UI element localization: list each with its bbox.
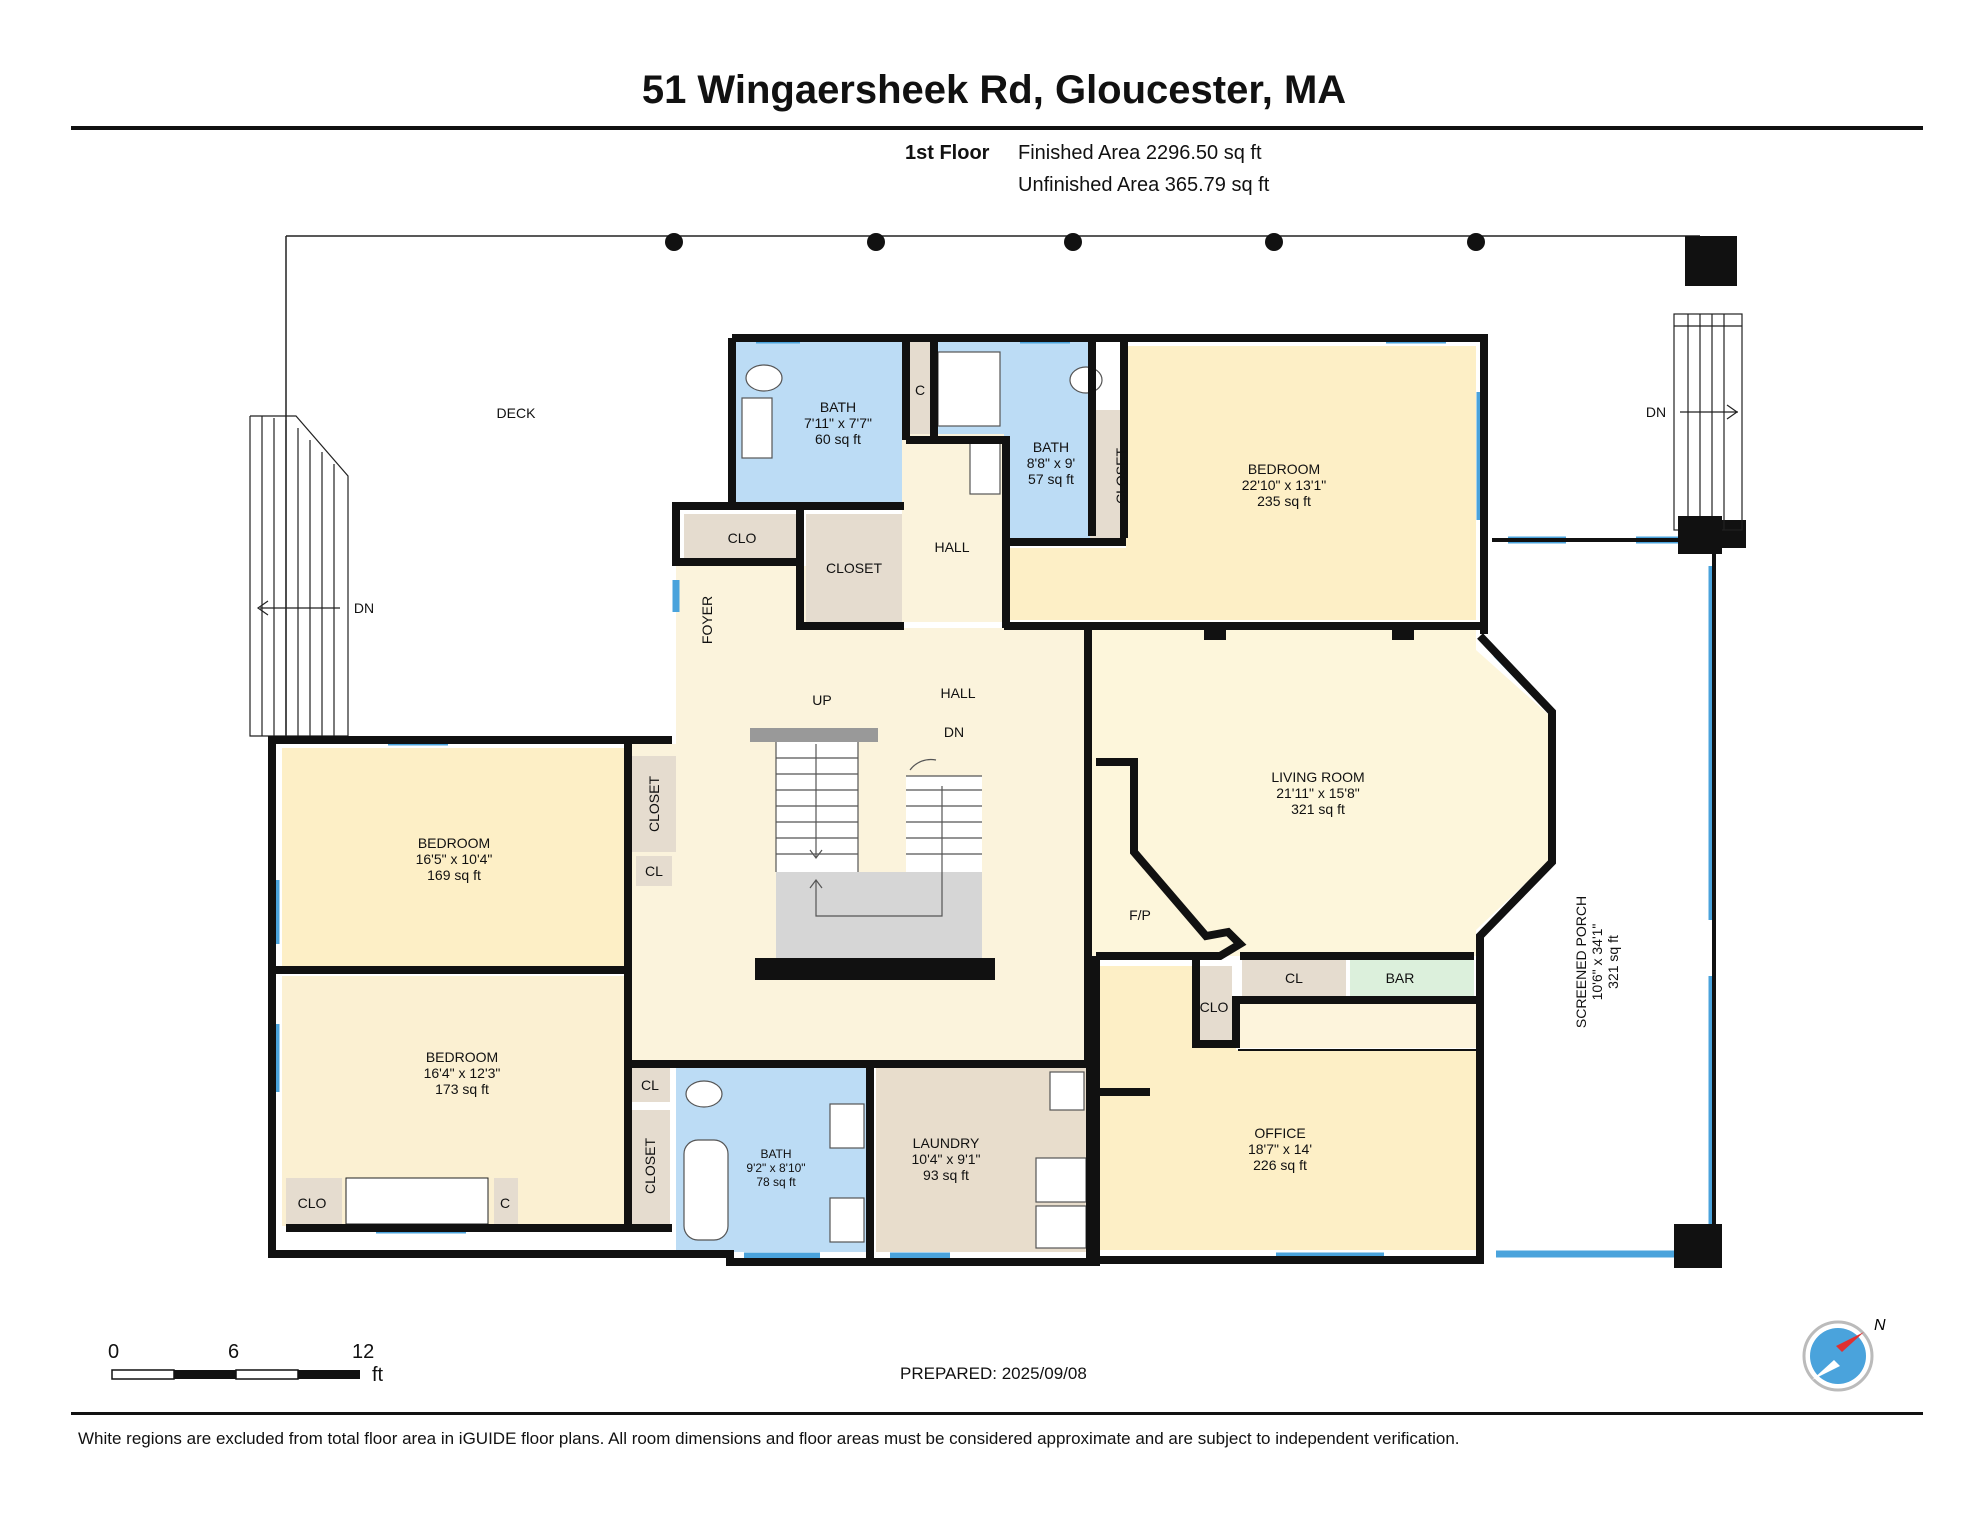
deck-post <box>1064 233 1082 251</box>
room-fills <box>282 342 1550 1252</box>
living-room-area: 321 sq ft <box>1291 801 1345 817</box>
central-hall-label: HALL <box>940 685 975 701</box>
foyer-label: FOYER <box>699 596 715 644</box>
deck-label: DECK <box>497 405 537 421</box>
property-address-title: 51 Wingaersheek Rd, Gloucester, MA <box>641 68 1347 112</box>
laundry-area: 93 sq ft <box>923 1167 969 1183</box>
stairs-west-dn-label: DN <box>354 600 374 616</box>
deck-post <box>665 233 683 251</box>
deck-post <box>867 233 885 251</box>
closet-label: CLOSET <box>826 560 882 576</box>
bedroom-w2-name: BEDROOM <box>426 1049 498 1065</box>
stairs-dn-label: DN <box>944 724 964 740</box>
sink-icon <box>829 1197 865 1243</box>
footer-rule <box>71 1412 1923 1415</box>
office-room <box>1096 966 1476 1250</box>
upper-hall-label: HALL <box>934 539 969 555</box>
living-room-dims: 21'11" x 15'8" <box>1276 785 1360 801</box>
scale-tick-6: 6 <box>228 1341 240 1363</box>
stairs-up-label: UP <box>812 692 831 708</box>
compass-north-label: N <box>1874 1317 1886 1334</box>
porch-name: SCREENED PORCH <box>1573 896 1589 1028</box>
room-labels: DECK BATH 7'11" x 7'7" 60 sq ft BATH 8'8… <box>298 382 1667 1211</box>
clo-w2-label: CLO <box>298 1195 327 1211</box>
clo-label: CLO <box>728 530 757 546</box>
closet-w2-label: CLOSET <box>642 1138 658 1194</box>
c-w2-label: C <box>500 1195 510 1211</box>
bedroom-w2-area: 173 sq ft <box>435 1081 489 1097</box>
scale-unit: ft <box>372 1364 384 1386</box>
laundry-dims: 10'4" x 9'1" <box>912 1151 981 1167</box>
header-rule <box>71 126 1923 130</box>
deck-area <box>249 233 1746 737</box>
bath-2-area: 57 sq ft <box>1028 471 1074 487</box>
washer-icon <box>1035 1157 1087 1203</box>
closet-bedroom-label: CLOSET <box>1113 448 1129 504</box>
dryer-icon <box>1035 1205 1087 1249</box>
sink-icon <box>741 397 773 459</box>
sink-icon <box>829 1103 865 1149</box>
bedroom-w2-dims: 16'4" x 12'3" <box>424 1065 501 1081</box>
shower-icon <box>937 351 1001 427</box>
bath-1-dims: 7'11" x 7'7" <box>804 415 872 431</box>
bedroom-ne-dims: 22'10" x 13'1" <box>1242 477 1327 493</box>
bedroom-ne-room <box>1008 346 1476 620</box>
office-dims: 18'7" x 14' <box>1248 1141 1312 1157</box>
bath-2-name: BATH <box>1033 439 1069 455</box>
finished-area-text: Finished Area 2296.50 sq ft <box>1018 142 1262 164</box>
unfinished-area-text: Unfinished Area 365.79 sq ft <box>1018 174 1270 196</box>
scale-tick-0: 0 <box>108 1341 120 1363</box>
bath-3-name: BATH <box>760 1147 791 1161</box>
laundry-name: LAUNDRY <box>913 1135 980 1151</box>
prepared-date: PREPARED: 2025/09/08 <box>900 1364 1087 1383</box>
bath-1-area: 60 sq ft <box>815 431 861 447</box>
bedroom-ne-name: BEDROOM <box>1248 461 1320 477</box>
bedroom-w1-name: BEDROOM <box>418 835 490 851</box>
footer-note: White regions are excluded from total fl… <box>78 1429 1460 1448</box>
cl-living-label: CL <box>1285 970 1303 986</box>
deck-post <box>1265 233 1283 251</box>
laundry-sink-icon <box>1049 1071 1085 1111</box>
toilet-icon <box>745 364 783 392</box>
closet-w1-label: CLOSET <box>646 776 662 832</box>
screened-porch-walls <box>1492 538 1716 1262</box>
toilet-icon <box>1069 366 1103 394</box>
sink-icon <box>969 437 1001 495</box>
toilet-icon <box>685 1080 723 1108</box>
bar-label: BAR <box>1386 970 1415 986</box>
bedroom-w1-area: 169 sq ft <box>427 867 481 883</box>
stairs-east-dn-label: DN <box>1646 404 1666 420</box>
wall-caps <box>755 626 1414 1096</box>
porch-dims: 10'6" x 34'1" <box>1589 924 1605 1001</box>
deck-stairs-west <box>249 415 349 737</box>
bath-3-dims: 9'2" x 8'10" <box>746 1161 805 1175</box>
office-name: OFFICE <box>1254 1125 1305 1141</box>
cl-w1-label: CL <box>645 863 663 879</box>
bathtub-icon <box>683 1139 729 1241</box>
deck-post <box>1467 233 1485 251</box>
bedroom-w1-room <box>282 748 624 966</box>
fireplace-label: F/P <box>1129 907 1151 923</box>
office-area: 226 sq ft <box>1253 1157 1307 1173</box>
bath-fixtures <box>683 351 1103 1249</box>
living-room-name: LIVING ROOM <box>1271 769 1364 785</box>
clo-office-label: CLO <box>1200 999 1229 1015</box>
bedroom-w1-dims: 16'5" x 10'4" <box>416 851 493 867</box>
scale-tick-12: 12 <box>352 1341 375 1363</box>
c-closet-label: C <box>915 382 925 398</box>
walls <box>268 334 1722 1268</box>
living-room-area <box>1088 628 1550 956</box>
bath-1-name: BATH <box>820 399 856 415</box>
bath-2-dims: 8'8" x 9' <box>1027 455 1075 471</box>
porch-area: 321 sq ft <box>1605 935 1621 989</box>
interior-staircase <box>750 728 982 917</box>
scale-bar <box>111 1369 360 1380</box>
compass-icon: N <box>1802 1317 1886 1392</box>
deck-stairs-east <box>1673 313 1743 531</box>
bath-3-area: 78 sq ft <box>756 1175 796 1189</box>
floor-label: 1st Floor <box>905 142 990 164</box>
bedroom-ne-area: 235 sq ft <box>1257 493 1311 509</box>
cl-w2-label: CL <box>641 1077 659 1093</box>
